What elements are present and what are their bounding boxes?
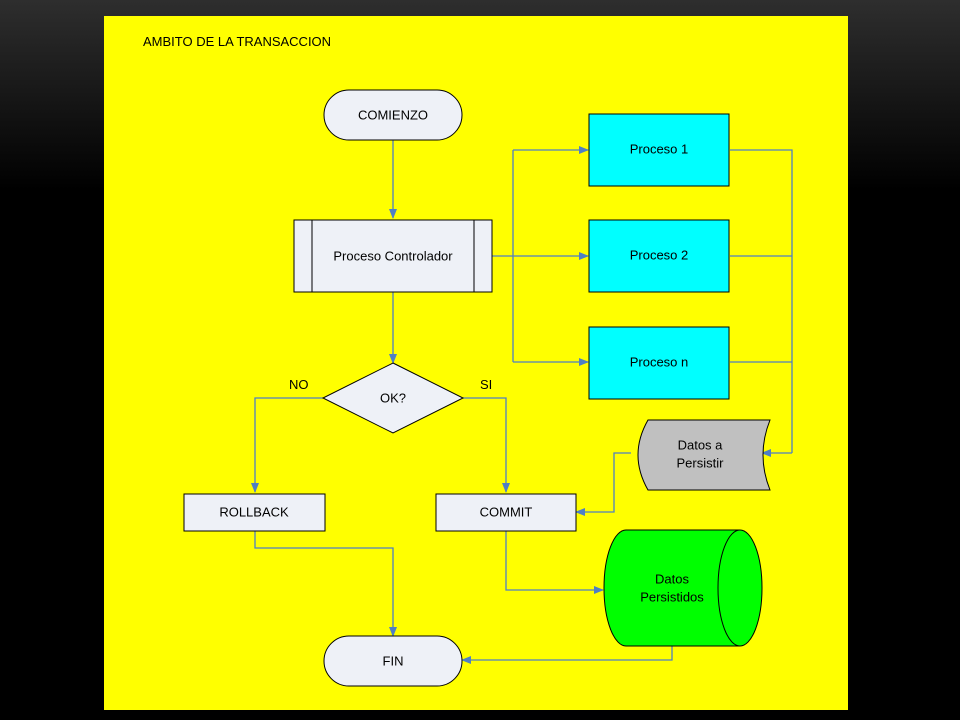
process-2-label: Proceso 2 <box>630 247 689 262</box>
edge-decision-yes <box>463 397 510 493</box>
controller-process: Proceso Controlador <box>293 219 493 293</box>
persisted-data-line1: Datos <box>655 571 689 586</box>
controller-label: Proceso Controlador <box>333 248 453 263</box>
edge-label-no: NO <box>289 377 309 392</box>
data-to-persist-line1: Datos a <box>678 437 724 452</box>
persisted-data-cylinder: Datos Persistidos <box>603 529 763 647</box>
end-terminal: FIN <box>323 635 463 687</box>
start-label: COMIENZO <box>358 107 428 122</box>
edge-persisted-to-fin <box>461 646 673 664</box>
diagram-title: AMBITO DE LA TRANSACCION <box>143 34 331 49</box>
rollback-label: ROLLBACK <box>219 504 289 519</box>
edge-rollback-to-fin <box>254 531 397 637</box>
edge-label-yes: SI <box>480 377 492 392</box>
commit-label: COMMIT <box>480 504 533 519</box>
data-to-persist-store: Datos a Persistir <box>637 419 771 491</box>
start-terminal: COMIENZO <box>323 89 463 141</box>
rollback-box: ROLLBACK <box>183 493 326 532</box>
edge-commit-to-persisted <box>505 531 604 594</box>
decision-diamond: OK? <box>321 362 465 434</box>
persisted-data-line2: Persistidos <box>640 589 704 604</box>
process-n: Proceso n <box>588 326 730 400</box>
end-label: FIN <box>383 653 404 668</box>
process-2: Proceso 2 <box>588 219 730 293</box>
process-1-label: Proceso 1 <box>630 141 689 156</box>
edge-processes-merge <box>730 149 793 453</box>
process-n-label: Proceso n <box>630 354 689 369</box>
commit-box: COMMIT <box>435 493 577 532</box>
data-to-persist-line2: Persistir <box>677 455 725 470</box>
decision-label: OK? <box>380 390 406 405</box>
process-1: Proceso 1 <box>588 113 730 187</box>
edge-decision-no <box>251 397 323 493</box>
edge-datos-to-commit <box>575 452 631 516</box>
